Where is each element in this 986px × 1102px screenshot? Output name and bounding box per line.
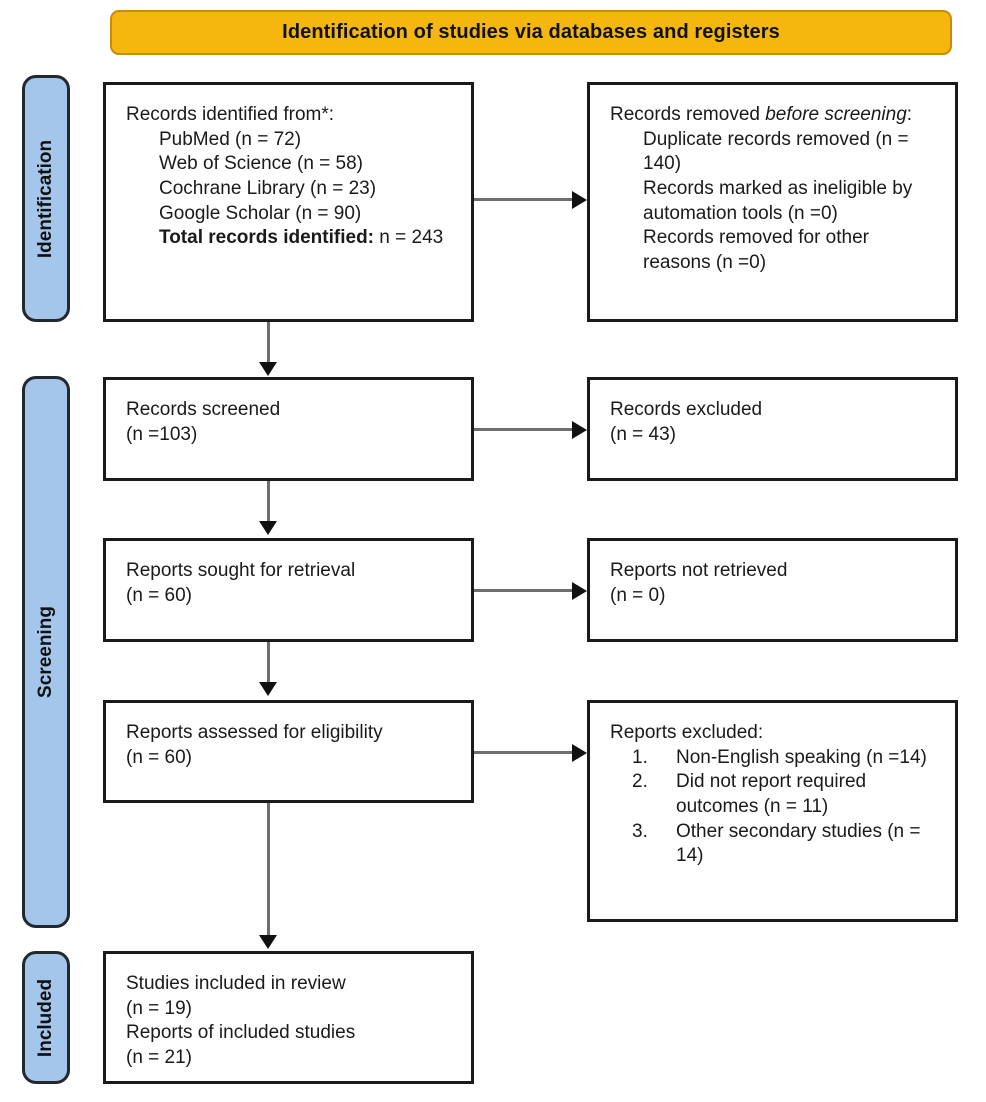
box-reports-not-retrieved: Reports not retrieved (n = 0) (587, 538, 958, 642)
stage-identification-text: Identification (35, 139, 57, 258)
box-reports-sought: Reports sought for retrieval (n = 60) (103, 538, 474, 642)
connector-vertical-4 (267, 803, 270, 937)
box-reports-assessed: Reports assessed for eligibility (n = 60… (103, 700, 474, 803)
reports-assessed-label: Reports assessed for eligibility (126, 722, 383, 743)
arrowhead-down-icon (259, 362, 277, 376)
arrowhead-down-icon (259, 682, 277, 696)
list-item: 2. Did not report required outcomes (n =… (610, 770, 939, 819)
list-item: 3. Other secondary studies (n = 14) (610, 820, 939, 869)
stage-screening-text: Screening (35, 606, 56, 698)
records-removed-item: Records removed for other reasons (n =0) (643, 227, 875, 274)
stage-label-screening: Screening (22, 376, 70, 928)
list-item-number: 2. (632, 771, 648, 793)
connector-horizontal-3 (474, 589, 574, 592)
box-records-identified: Records identified from*: PubMed (n = 72… (103, 82, 474, 322)
connector-vertical-2 (267, 481, 270, 523)
reports-not-retrieved-count: (n = 0) (610, 584, 666, 606)
records-removed-heading-part2: : (906, 104, 913, 125)
arrowhead-down-icon (259, 935, 277, 949)
list-item-number: 3. (632, 820, 648, 842)
records-identified-source: Cochrane Library (n = 23) (159, 178, 377, 200)
reports-excluded-heading: Reports excluded: (610, 722, 764, 743)
list-item-text: Did not report required outcomes (n = 11… (676, 771, 867, 818)
arrowhead-down-icon (259, 521, 277, 535)
arrowhead-right-icon (572, 582, 587, 600)
arrowhead-right-icon (572, 744, 587, 762)
connector-vertical-1 (267, 322, 270, 364)
reports-included-count: (n = 21) (126, 1047, 193, 1069)
records-screened-count: (n =103) (126, 423, 198, 445)
box-records-excluded: Records excluded (n = 43) (587, 377, 958, 481)
page-title: Identification of studies via databases … (282, 21, 780, 43)
connector-horizontal-2 (474, 428, 574, 431)
records-identified-total-label: Total records identified: (159, 227, 375, 249)
box-reports-excluded: Reports excluded: 1. Non-English speakin… (587, 700, 958, 922)
list-item: 1. Non-English speaking (n =14) (610, 746, 939, 771)
records-identified-source: Google Scholar (n = 90) (159, 202, 362, 224)
records-identified-source: Web of Science (n = 58) (159, 153, 364, 175)
header-banner: Identification of studies via databases … (110, 10, 952, 55)
records-excluded-label: Records excluded (610, 399, 763, 420)
connector-vertical-3 (267, 642, 270, 684)
reports-assessed-count: (n = 60) (126, 746, 193, 768)
box-records-removed: Records removed before screening: Duplic… (587, 82, 958, 322)
records-excluded-count: (n = 43) (610, 423, 677, 445)
connector-horizontal-1 (474, 198, 574, 201)
arrowhead-right-icon (572, 421, 587, 439)
arrowhead-right-icon (572, 191, 587, 209)
list-item-text: Other secondary studies (n = 14) (676, 820, 921, 867)
reports-excluded-list: 1. Non-English speaking (n =14) 2. Did n… (610, 746, 939, 869)
stage-included-text: Included (35, 978, 56, 1057)
records-screened-label: Records screened (126, 399, 281, 420)
connector-horizontal-4 (474, 751, 574, 754)
records-removed-heading-part1: Records removed (610, 104, 766, 125)
stage-label-identification: Identification (22, 75, 70, 322)
reports-sought-label: Reports sought for retrieval (126, 560, 356, 581)
box-records-screened: Records screened (n =103) (103, 377, 474, 481)
list-item-text: Non-English speaking (n =14) (676, 746, 927, 768)
records-identified-total-value: n = 243 (374, 227, 444, 249)
records-removed-heading-italic: before screening (765, 104, 907, 125)
reports-sought-count: (n = 60) (126, 584, 193, 606)
studies-included-label: Studies included in review (126, 973, 346, 994)
reports-not-retrieved-label: Reports not retrieved (610, 560, 788, 581)
list-item-number: 1. (632, 746, 648, 768)
reports-included-label: Reports of included studies (126, 1022, 356, 1044)
records-removed-item: Records marked as ineligible by automati… (643, 178, 918, 224)
records-identified-heading: Records identified from*: (126, 104, 335, 125)
records-identified-total: Total records identified: n = 243 (126, 226, 455, 251)
records-identified-source: PubMed (n = 72) (159, 128, 302, 150)
box-studies-included: Studies included in review (n = 19) Repo… (103, 951, 474, 1084)
studies-included-count: (n = 19) (126, 997, 193, 1019)
records-removed-heading: Records removed before screening: (610, 103, 939, 128)
records-removed-item: Duplicate records removed (n = 140) (643, 128, 914, 175)
stage-label-included: Included (22, 951, 70, 1084)
